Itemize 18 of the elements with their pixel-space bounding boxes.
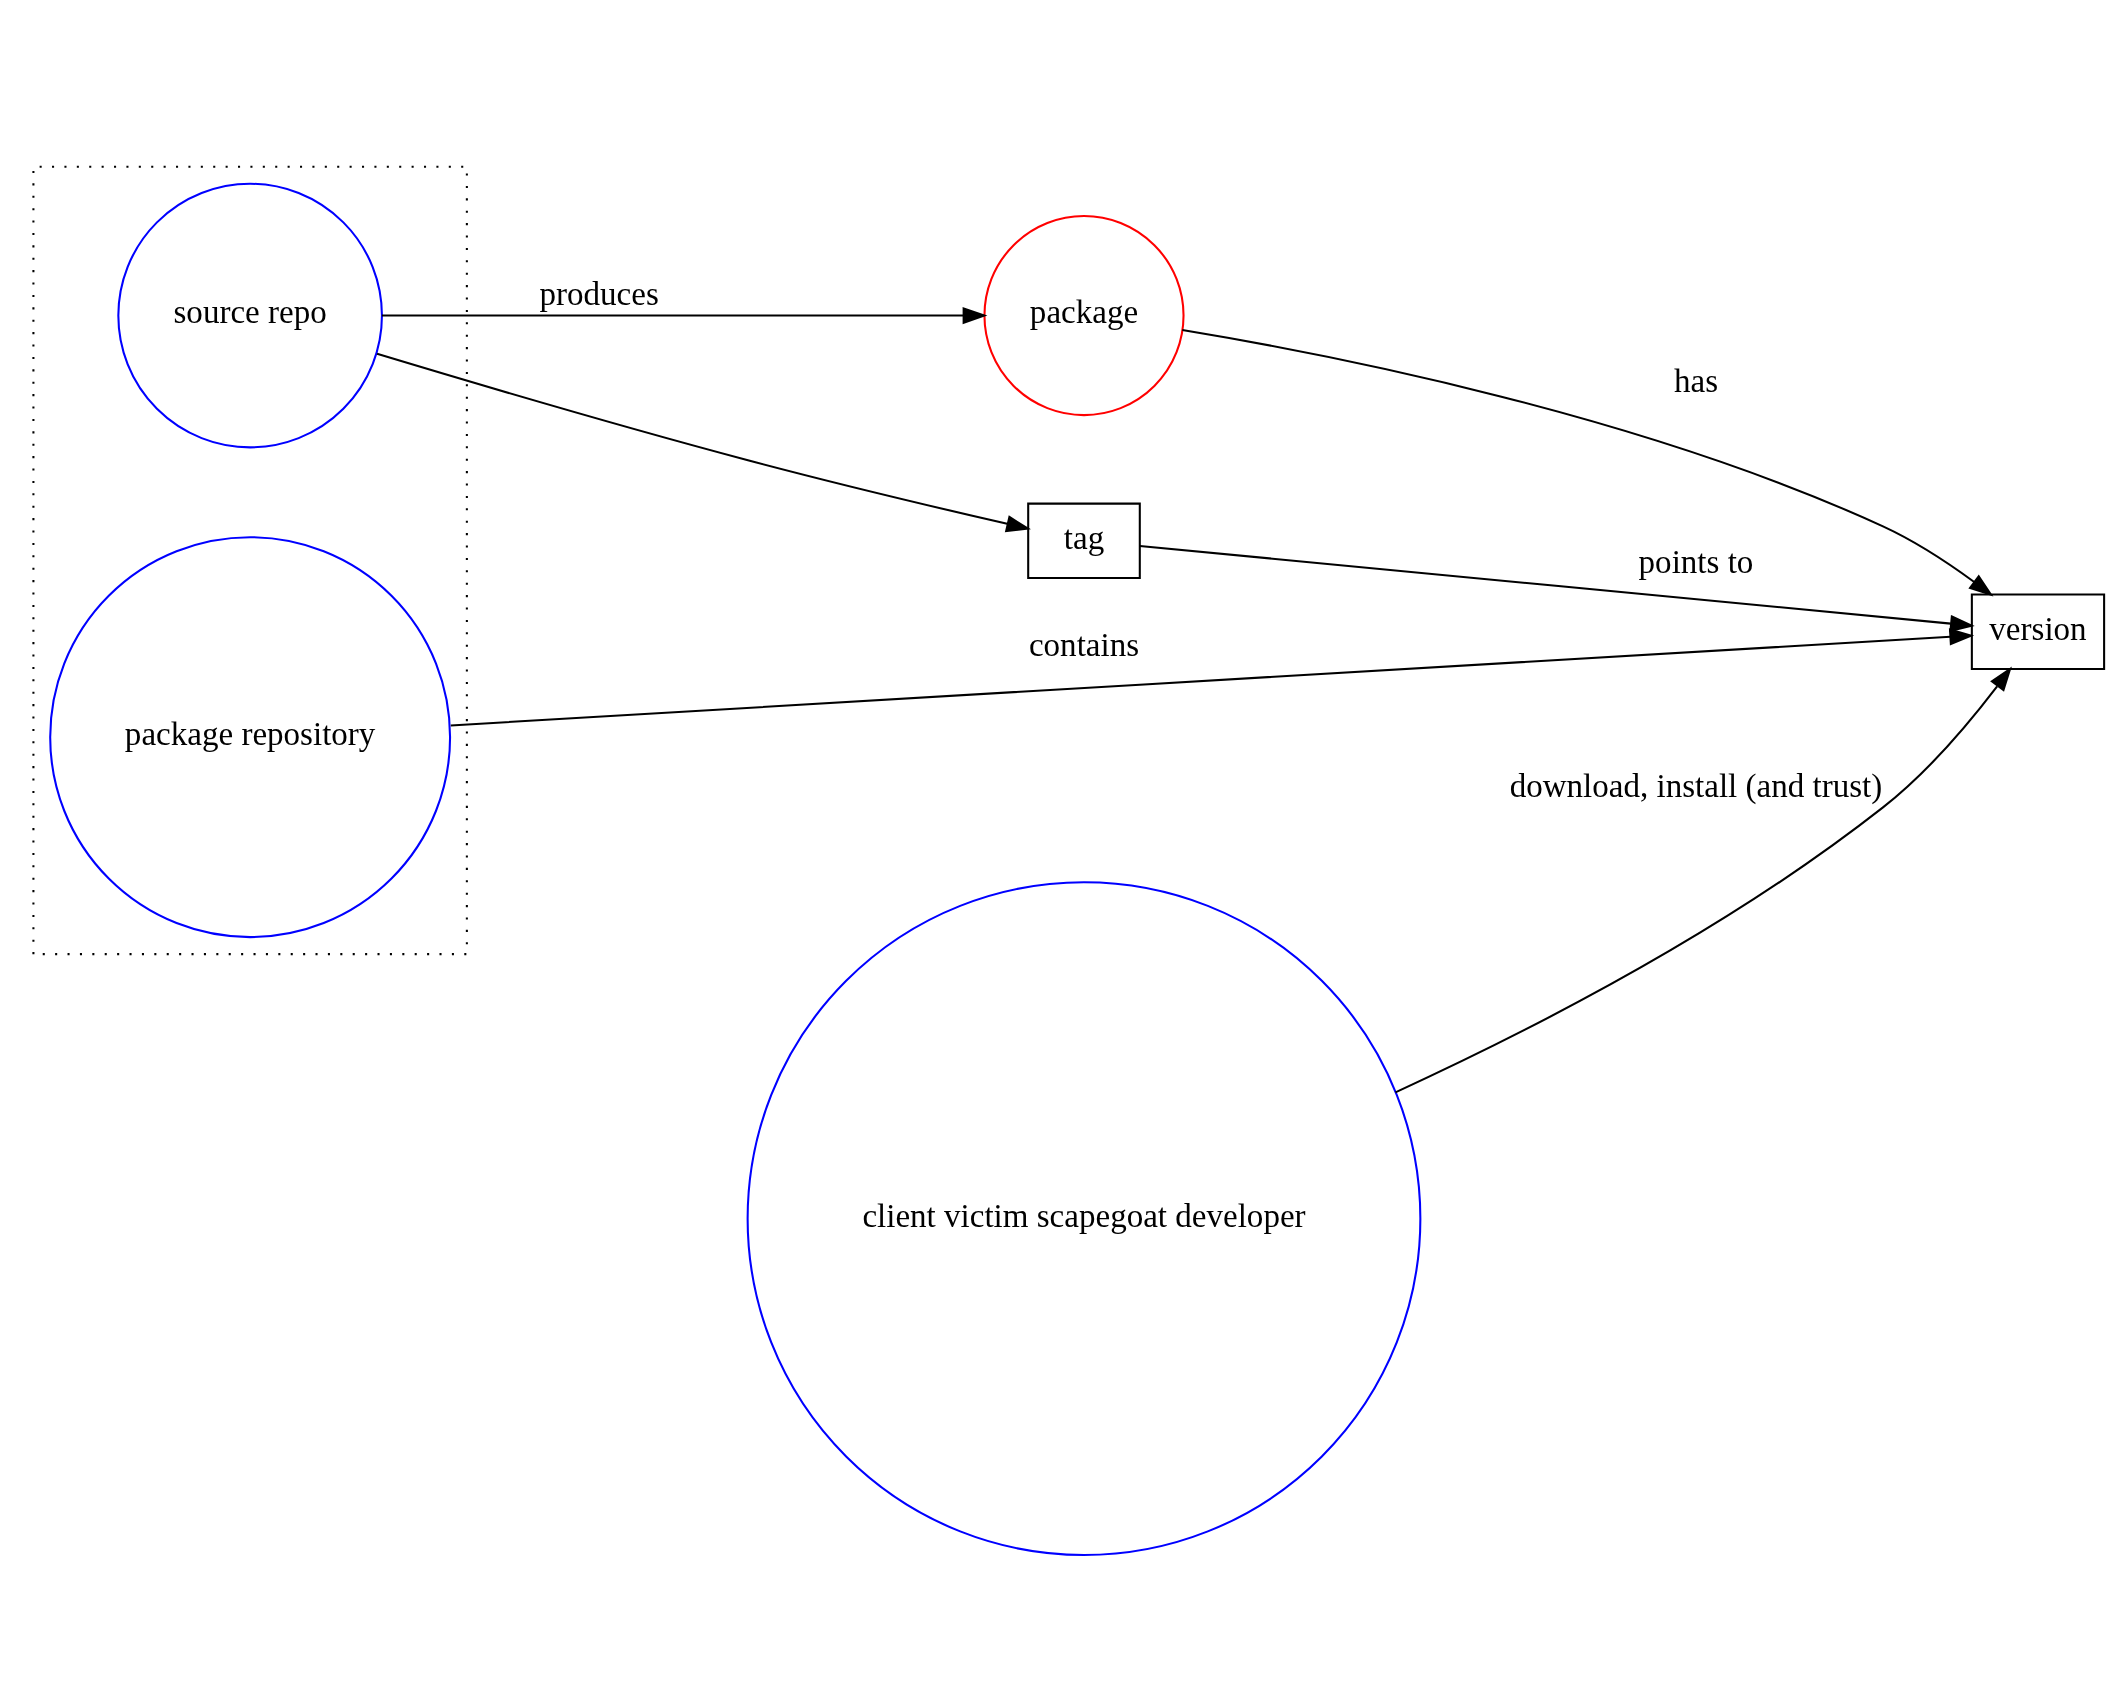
arrow <box>381 306 988 324</box>
edge-label: points to <box>1638 543 1754 580</box>
node-circle: package repository <box>49 535 452 938</box>
node-box: tag <box>1027 502 1141 579</box>
arrow <box>376 352 1031 532</box>
edge-label: contains <box>1028 626 1140 663</box>
edge-label: has <box>1673 362 1719 399</box>
arrow <box>1395 666 2012 1093</box>
node-circle: client victim scapegoat developer <box>746 880 1422 1556</box>
arrow <box>450 627 1975 726</box>
cluster <box>32 165 468 955</box>
arrow <box>1139 544 1975 632</box>
node-circle: source repo <box>117 182 383 448</box>
node-circle: package <box>983 214 1185 416</box>
node-box: version <box>1970 593 2106 670</box>
edge-label: download, install (and trust) <box>1509 767 1883 804</box>
arrow <box>1182 328 1994 596</box>
edge-label: produces <box>539 275 659 312</box>
